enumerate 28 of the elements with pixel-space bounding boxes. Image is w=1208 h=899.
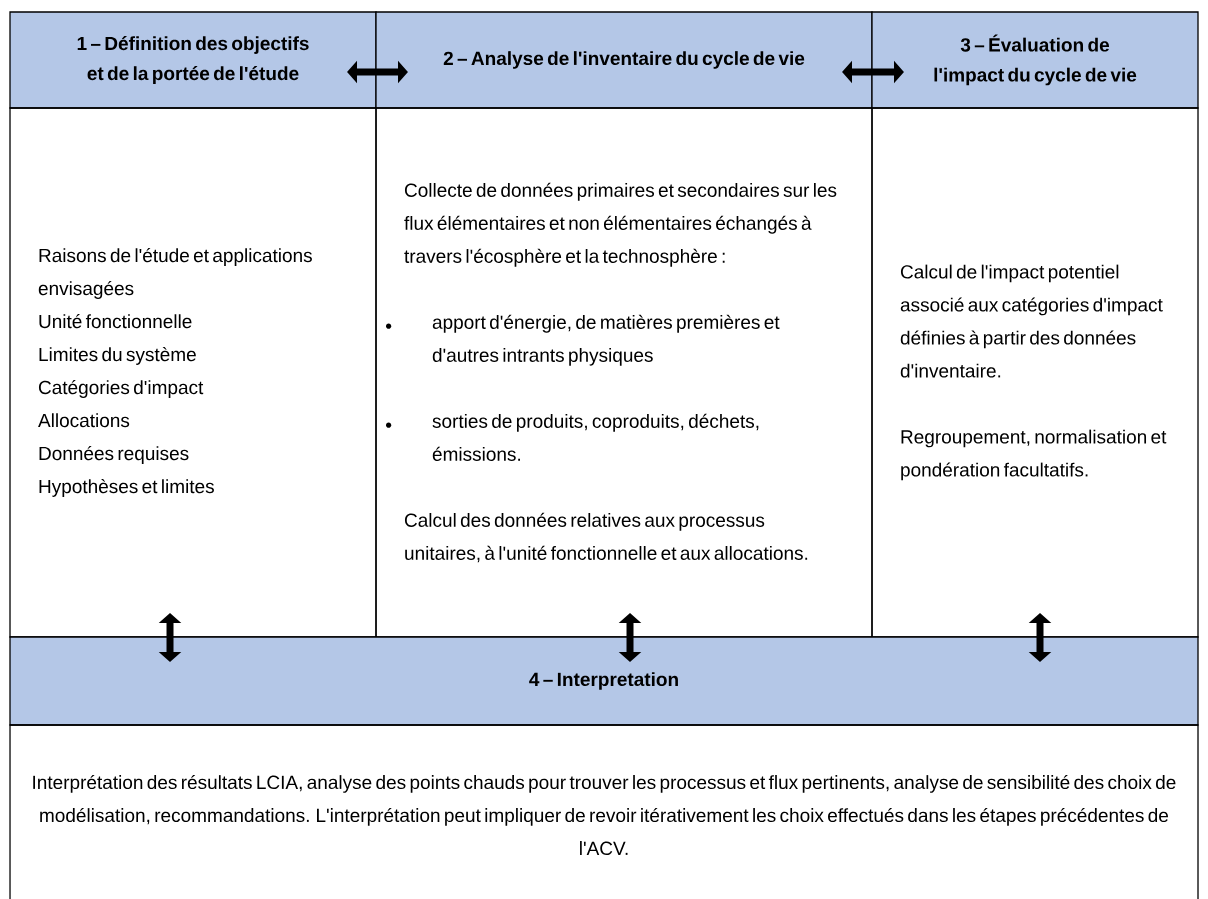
double-arrow	[347, 60, 408, 84]
list-item: Unité fonctionnelle	[39, 314, 192, 329]
heading: 2 – Analyse de l'inventaire du cycle de vie	[443, 51, 805, 69]
paragraph: Calcul des données relatives aux processus unitaires, à l'unité fonctionnelle et aux allocations.	[404, 512, 808, 563]
list-item: Raisons de l'étude et applications envisagées	[38, 248, 312, 299]
list-item: Hypothèses et limites	[39, 479, 214, 497]
heading: 4 – Interpretation	[529, 672, 678, 690]
list-item: Limites du système	[39, 347, 196, 365]
phase-header-box	[375, 11, 873, 109]
double-arrow	[1028, 613, 1052, 662]
list-item: Allocations	[38, 413, 130, 428]
bullet-item: sorties de produits, coproduits, déchets, émissions.	[432, 413, 759, 461]
paragraph: Regroupement, normalisation et pondération facultatifs.	[901, 429, 1167, 481]
heading: 1 – Définition des objectifs et de la portée de l'étude	[77, 36, 309, 84]
paragraph: Interprétation des résultats LCIA, analyse des points chauds pour trouver les processus et flux pertinents, analyse de sensibilité des choix de modélisation, recommandations. L'interprétation peut impliquer de revoir itérativement les choix effectués dans les étapes précédentes de l'ACV.	[33, 774, 1176, 856]
phase-header-box	[9, 636, 1199, 726]
paragraph: Collecte de données primaires et secondaires sur les flux élémentaires et non élémentaires échangés à travers l'écosphère et la technosphère :	[404, 182, 837, 267]
paragraph: Calcul de l'impact potentiel associé aux catégories d'impact définies à partir des données d'inventaire.	[900, 264, 1163, 378]
heading: 3 – Évaluation de l'impact du cycle de vie	[934, 34, 1137, 86]
phase-header-box	[9, 11, 377, 109]
phase-content-box	[9, 724, 1199, 899]
double-arrow	[158, 613, 182, 662]
phase-header-box	[871, 11, 1199, 109]
double-arrow	[842, 60, 904, 84]
list-item: Données requises	[39, 446, 189, 464]
list-item: Catégories d'impact	[38, 380, 204, 398]
double-arrow	[618, 613, 642, 662]
bullet-item: apport d'énergie, de matières premières et d'autres intrants physiques	[432, 314, 780, 366]
